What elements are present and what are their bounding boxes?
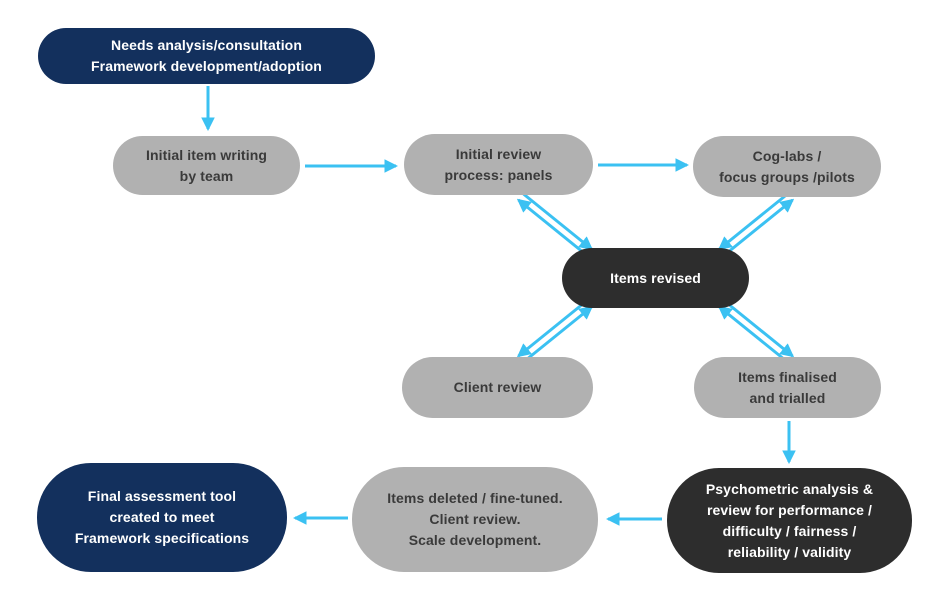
node-initial-review: Initial review process: panels bbox=[404, 134, 593, 195]
node-psychometric-analysis: Psychometric analysis & review for perfo… bbox=[667, 468, 912, 573]
node-initial-item-writing: Initial item writing by team bbox=[113, 136, 300, 195]
arrow-revised-to-review bbox=[516, 198, 588, 257]
node-client-review: Client review bbox=[402, 357, 593, 418]
node-items-finalised: Items finalised and trialled bbox=[694, 357, 881, 418]
arrow-coglabs-to-revised bbox=[717, 192, 789, 251]
arrow-finalised-to-revised bbox=[717, 305, 789, 364]
arrow-revised-to-client bbox=[516, 299, 588, 358]
node-cog-labs: Cog-labs / focus groups /pilots bbox=[693, 136, 881, 197]
node-items-revised: Items revised bbox=[562, 248, 749, 308]
arrow-revised-to-coglabs bbox=[723, 198, 795, 257]
node-items-deleted: Items deleted / fine-tuned. Client revie… bbox=[352, 467, 598, 572]
arrow-review-to-revised bbox=[522, 192, 594, 251]
arrow-revised-to-finalised bbox=[723, 299, 795, 358]
node-final-assessment: Final assessment tool created to meet Fr… bbox=[37, 463, 287, 572]
arrow-client-to-revised bbox=[522, 305, 594, 364]
node-needs-analysis: Needs analysis/consultation Framework de… bbox=[38, 28, 375, 84]
